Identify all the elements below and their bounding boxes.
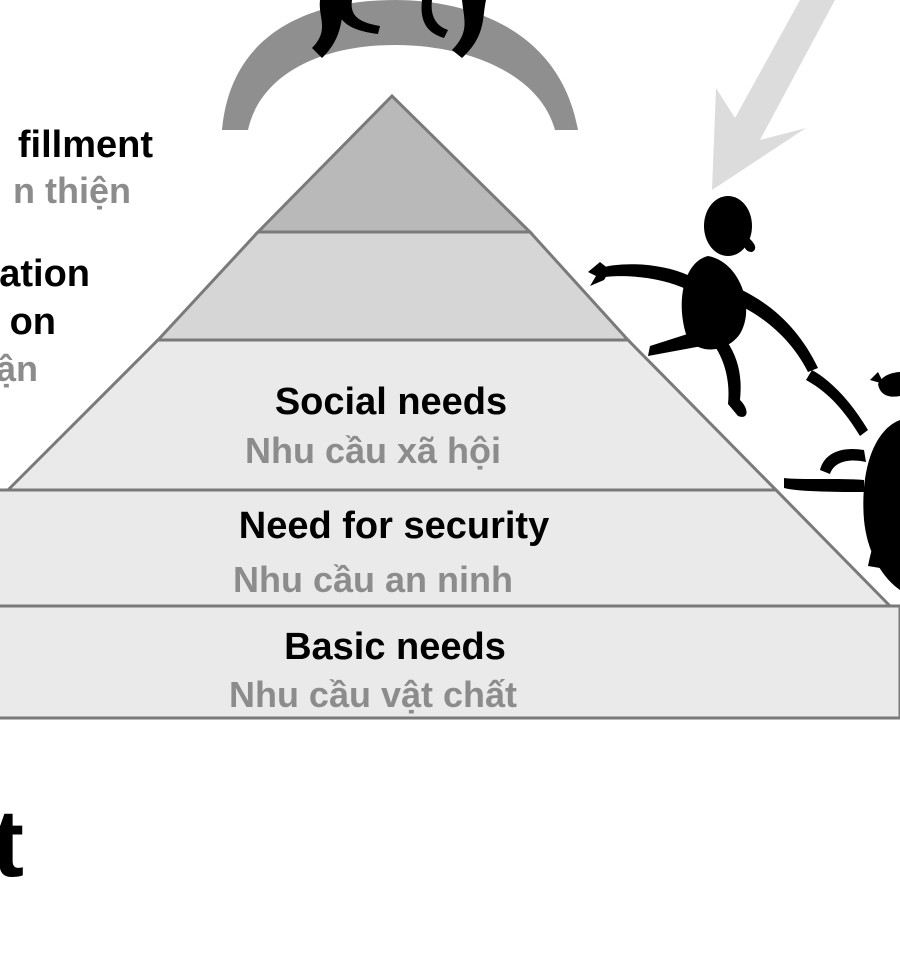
level-security-vi: Nhu cầu an ninh: [233, 559, 513, 600]
level-recognition-en-line2: on: [10, 301, 56, 343]
pyramid: [0, 93, 900, 720]
fragment-heading: t: [0, 790, 24, 897]
level-social-vi: Nhu cầu xã hội: [245, 430, 501, 471]
top-figure-icon: [222, 0, 578, 130]
level-security-en: Need for security: [239, 505, 549, 547]
level-self-fulfillment-vi: n thiện: [13, 170, 131, 211]
level-social-en: Social needs: [275, 381, 507, 423]
pyramid-level-self-fulfillment: [254, 93, 534, 234]
pyramid-level-recognition: [154, 230, 632, 342]
level-recognition-vi: ận: [0, 348, 38, 389]
level-recognition-en-line1: ation: [0, 253, 90, 295]
level-self-fulfillment-en: fillment: [18, 124, 153, 166]
level-basic-en: Basic needs: [284, 626, 506, 668]
second-climbing-figure-icon: [784, 370, 900, 590]
level-basic-vi: Nhu cầu vật chất: [229, 674, 517, 715]
arrow-icon: [712, 0, 835, 190]
climbing-figure-icon: [588, 196, 818, 417]
